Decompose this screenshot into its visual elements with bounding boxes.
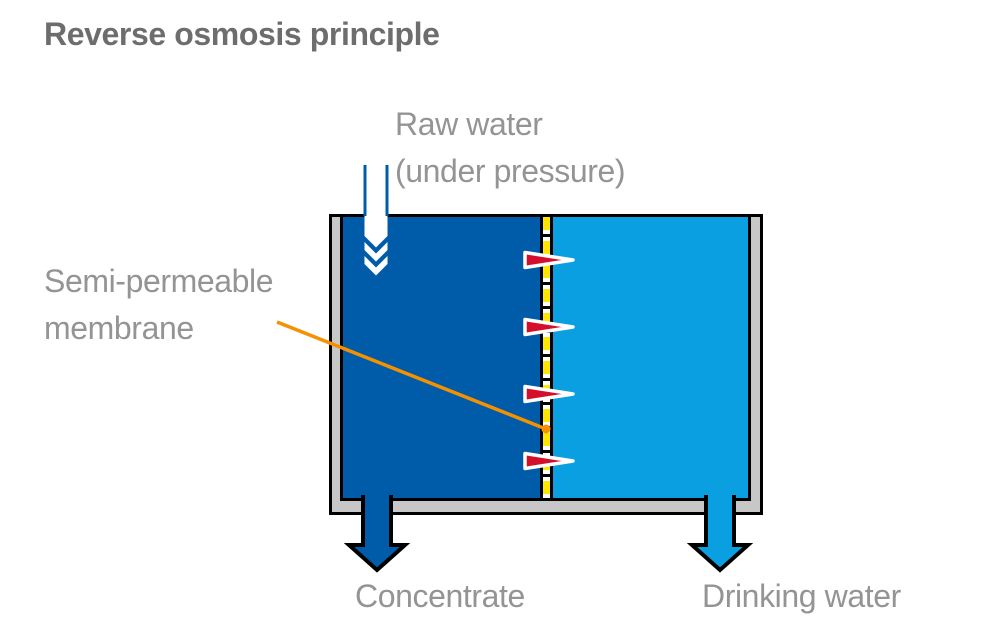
label-drinking-water: Drinking water xyxy=(702,578,901,614)
page-title: Reverse osmosis principle xyxy=(44,16,440,52)
semi-permeable-membrane xyxy=(540,217,553,498)
label-semi-permeable-membrane: Semi-permeable membrane xyxy=(44,258,274,352)
tank-interior xyxy=(340,214,751,501)
label-raw-water: Raw water (under pressure) xyxy=(395,101,626,195)
label-membrane-line1: Semi-permeable xyxy=(44,263,274,299)
label-raw-water-line2: (under pressure) xyxy=(395,153,626,189)
raw-water-chamber xyxy=(343,217,540,498)
label-concentrate: Concentrate xyxy=(355,578,525,614)
drinking-water-chamber xyxy=(553,217,748,498)
label-membrane-line2: membrane xyxy=(44,310,194,346)
label-raw-water-line1: Raw water xyxy=(395,106,543,142)
